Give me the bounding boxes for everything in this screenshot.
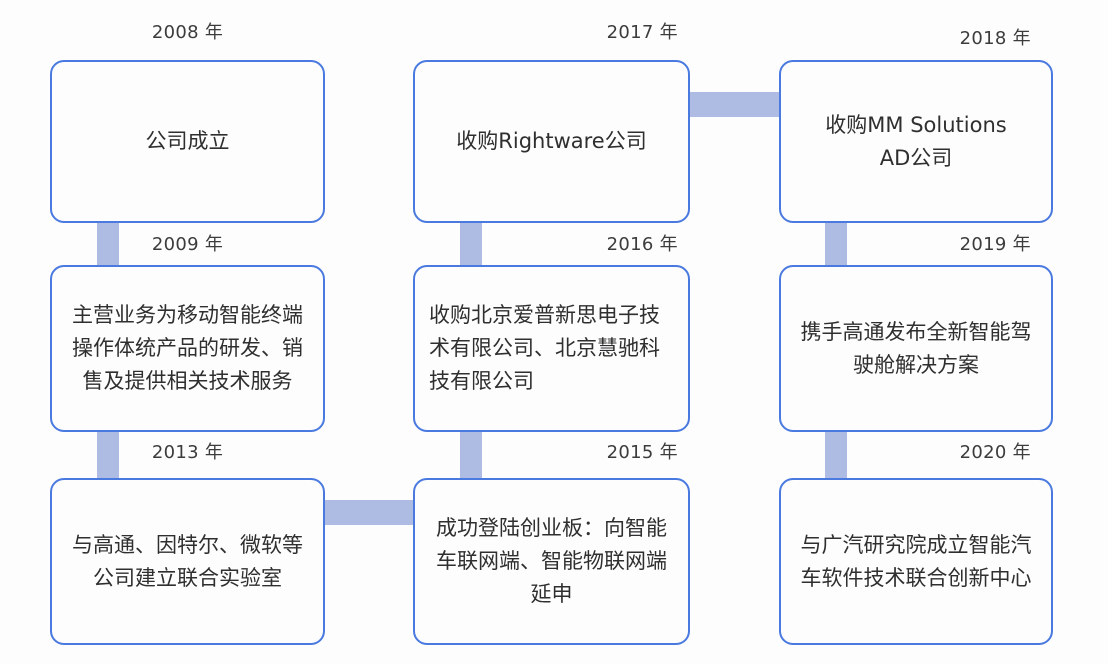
year-label-2017: 2017 年: [606, 22, 678, 43]
connector-2015-2016: [460, 424, 482, 484]
node-2017[interactable]: 收购Rightware公司: [413, 60, 690, 223]
node-2019-text: 携手高通发布全新智能驾驶舱解决方案: [800, 319, 1032, 377]
node-2020-text: 与广汽研究院成立智能汽车软件技术联合创新中心: [800, 532, 1032, 590]
node-2008-text: 公司成立: [145, 129, 230, 153]
year-label-2016: 2016 年: [606, 234, 678, 255]
year-label-2009: 2009 年: [151, 234, 224, 255]
node-2009-text: 主营业务为移动智能终端操作体统产品的研发、销售及提供相关技术服务: [72, 303, 303, 393]
connector-2016-2017: [460, 215, 482, 267]
node-2008[interactable]: 公司成立: [50, 60, 325, 223]
year-label-2019: 2019 年: [959, 234, 1031, 255]
connector-2018-2019: [825, 215, 847, 267]
connector-2008-2009: [97, 215, 119, 267]
node-2019[interactable]: 携手高通发布全新智能驾驶舱解决方案: [779, 265, 1053, 432]
year-label-2020: 2020 年: [959, 442, 1031, 463]
year-label-2013: 2013 年: [151, 442, 224, 463]
connector-2019-2020: [825, 424, 847, 484]
node-2009[interactable]: 主营业务为移动智能终端操作体统产品的研发、销售及提供相关技术服务: [50, 265, 325, 432]
node-2013[interactable]: 与高通、因特尔、微软等公司建立联合实验室: [50, 478, 325, 645]
node-2018-text: 收购MM Solutions AD公司: [825, 112, 1007, 170]
year-label-2008: 2008 年: [151, 22, 224, 43]
node-2015-text: 成功登陆创业板：向智能车联网端、智能物联网端延申: [436, 516, 667, 606]
year-label-2015: 2015 年: [606, 442, 678, 463]
connector-2017-2018: [683, 92, 786, 117]
node-2016[interactable]: 收购北京爱普新思电子技术有限公司、北京慧驰科技有限公司: [413, 265, 690, 432]
node-2017-text: 收购Rightware公司: [456, 129, 647, 153]
node-2013-text: 与高通、因特尔、微软等公司建立联合实验室: [72, 532, 303, 590]
node-2016-text: 收购北京爱普新思电子技术有限公司、北京慧驰科技有限公司: [429, 303, 660, 393]
node-2015[interactable]: 成功登陆创业板：向智能车联网端、智能物联网端延申: [413, 478, 690, 645]
connector-2009-2013: [97, 424, 119, 484]
year-label-2018: 2018 年: [959, 28, 1031, 49]
node-2018[interactable]: 收购MM Solutions AD公司: [779, 60, 1053, 223]
node-2020[interactable]: 与广汽研究院成立智能汽车软件技术联合创新中心: [779, 478, 1053, 645]
connector-2013-2015: [318, 500, 420, 525]
